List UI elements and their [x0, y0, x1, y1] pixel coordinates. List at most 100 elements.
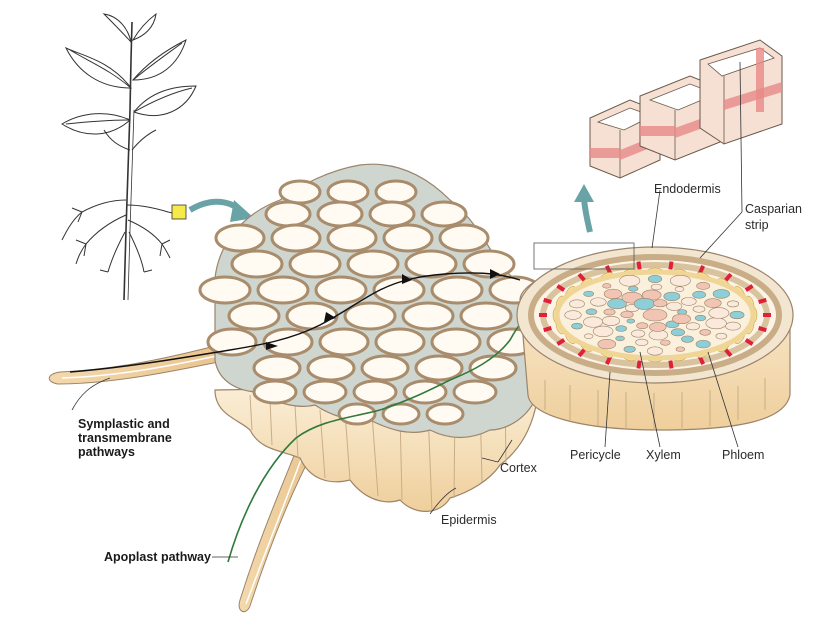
label-phloem: Phloem — [722, 448, 764, 462]
xylem-cell — [712, 289, 730, 299]
cortex-cell — [430, 275, 484, 305]
phloem-cell — [705, 317, 727, 330]
phloem-cell — [674, 286, 685, 292]
xylem-cell — [681, 335, 694, 343]
cortex-cell — [270, 223, 322, 253]
phloem-cell — [592, 325, 614, 338]
casparian-strip-mark — [744, 284, 754, 292]
cortex-cell — [372, 275, 426, 305]
root-hair-lower — [238, 439, 317, 613]
phloem-cell — [603, 308, 616, 316]
phloem-cell — [699, 329, 711, 336]
root-hair — [48, 345, 229, 385]
phloem-cell — [650, 283, 663, 291]
cortex-cell — [264, 200, 312, 228]
cortex-cell — [227, 301, 281, 331]
phloem-cell — [635, 338, 649, 347]
cortex-cell — [302, 379, 348, 405]
phloem-cell — [597, 338, 617, 350]
symplastic-pathway-line — [69, 272, 521, 373]
casparian-strip-mark — [698, 265, 706, 274]
phloem-cell — [696, 282, 711, 290]
casparian-strip-mark — [724, 272, 733, 282]
cortex-cell — [326, 223, 378, 253]
phloem-cell — [636, 322, 649, 330]
plant-illustration — [61, 12, 197, 301]
label-epidermis: Epidermis — [441, 513, 497, 527]
phloem-cell — [649, 322, 667, 332]
casparian-strip-mark — [636, 360, 642, 369]
phloem-cell — [725, 321, 741, 331]
cortex-cell — [381, 402, 421, 426]
label-endodermis: Endodermis — [654, 182, 721, 196]
casparian-strip-mark — [668, 360, 674, 369]
cortex-cell — [430, 327, 482, 357]
plant-leaf — [64, 46, 133, 89]
phloem-cell — [590, 297, 607, 307]
root-section — [48, 163, 546, 613]
xylem-cell — [607, 298, 627, 310]
magnify-box — [533, 242, 635, 270]
xylem-cell — [583, 290, 595, 297]
cortex-cell — [214, 223, 266, 253]
xylem-cell — [633, 298, 656, 310]
casparian-strip-mark — [758, 326, 767, 333]
cortex-cell — [374, 179, 418, 205]
phloem-cell — [601, 315, 621, 326]
cortex-cell — [326, 179, 370, 205]
cortex-cell — [262, 327, 314, 357]
casparian-strip-mark — [744, 338, 754, 346]
casparian-strip-mark — [758, 297, 767, 304]
cortex-cell — [360, 354, 410, 382]
phloem-cell — [646, 346, 664, 356]
label-apoplast-pathway: Apoplast pathway — [104, 550, 211, 564]
phloem-cell — [669, 275, 691, 287]
casparian-strip-mark — [668, 261, 674, 270]
casparian-strip-mark — [698, 356, 706, 365]
leader-lines — [71, 61, 743, 558]
casparian-strip-mark — [604, 265, 612, 274]
cortex-cell — [318, 327, 370, 357]
plant-leaf — [102, 13, 132, 44]
casparian-strip-mark — [577, 348, 586, 358]
cortex-cell — [314, 275, 368, 305]
phloem-cell — [653, 299, 668, 308]
phloem-cell — [620, 310, 634, 319]
label-cortex: Cortex — [500, 461, 538, 475]
casparian-strip-mark — [543, 326, 552, 333]
cortex-cell — [420, 200, 468, 228]
stele — [516, 246, 794, 431]
vascular-tissue — [564, 274, 745, 356]
xylem-cell — [670, 328, 685, 337]
phloem-cell — [583, 316, 604, 328]
xylem-cell — [663, 291, 681, 302]
cortex-cell — [206, 327, 258, 357]
endodermis-inset — [589, 39, 783, 179]
phloem-cell — [564, 310, 582, 320]
cortex-cell — [278, 179, 322, 205]
xylem-cell — [694, 314, 707, 322]
xylem-cell — [647, 275, 663, 283]
phloem-cell — [619, 274, 641, 287]
cortex-cell — [368, 200, 416, 228]
label-symplastic-pathways: Symplastic and transmembrane pathways — [78, 417, 175, 459]
cortex-cell — [425, 402, 465, 426]
casparian-strip-mark — [724, 348, 733, 358]
xylem-cell — [729, 310, 745, 320]
central-cell — [642, 308, 668, 322]
casparian-strip-mark — [577, 272, 586, 282]
label-casparian-strip: Casparian strip — [745, 202, 805, 232]
phloem-cell — [672, 313, 691, 325]
cortex-cell — [346, 249, 400, 279]
phloem-cell — [583, 333, 594, 339]
cortex-cell — [316, 200, 364, 228]
phloem-cell — [692, 305, 706, 313]
plant-leaf — [133, 85, 197, 116]
phloem-cell — [726, 300, 740, 308]
cortex-cell — [462, 249, 516, 279]
phloem-cell — [569, 299, 585, 309]
plant-stem — [123, 21, 133, 301]
cortex-cell — [382, 223, 434, 253]
phloem-cell — [666, 301, 683, 311]
xylem-cell — [623, 345, 636, 353]
